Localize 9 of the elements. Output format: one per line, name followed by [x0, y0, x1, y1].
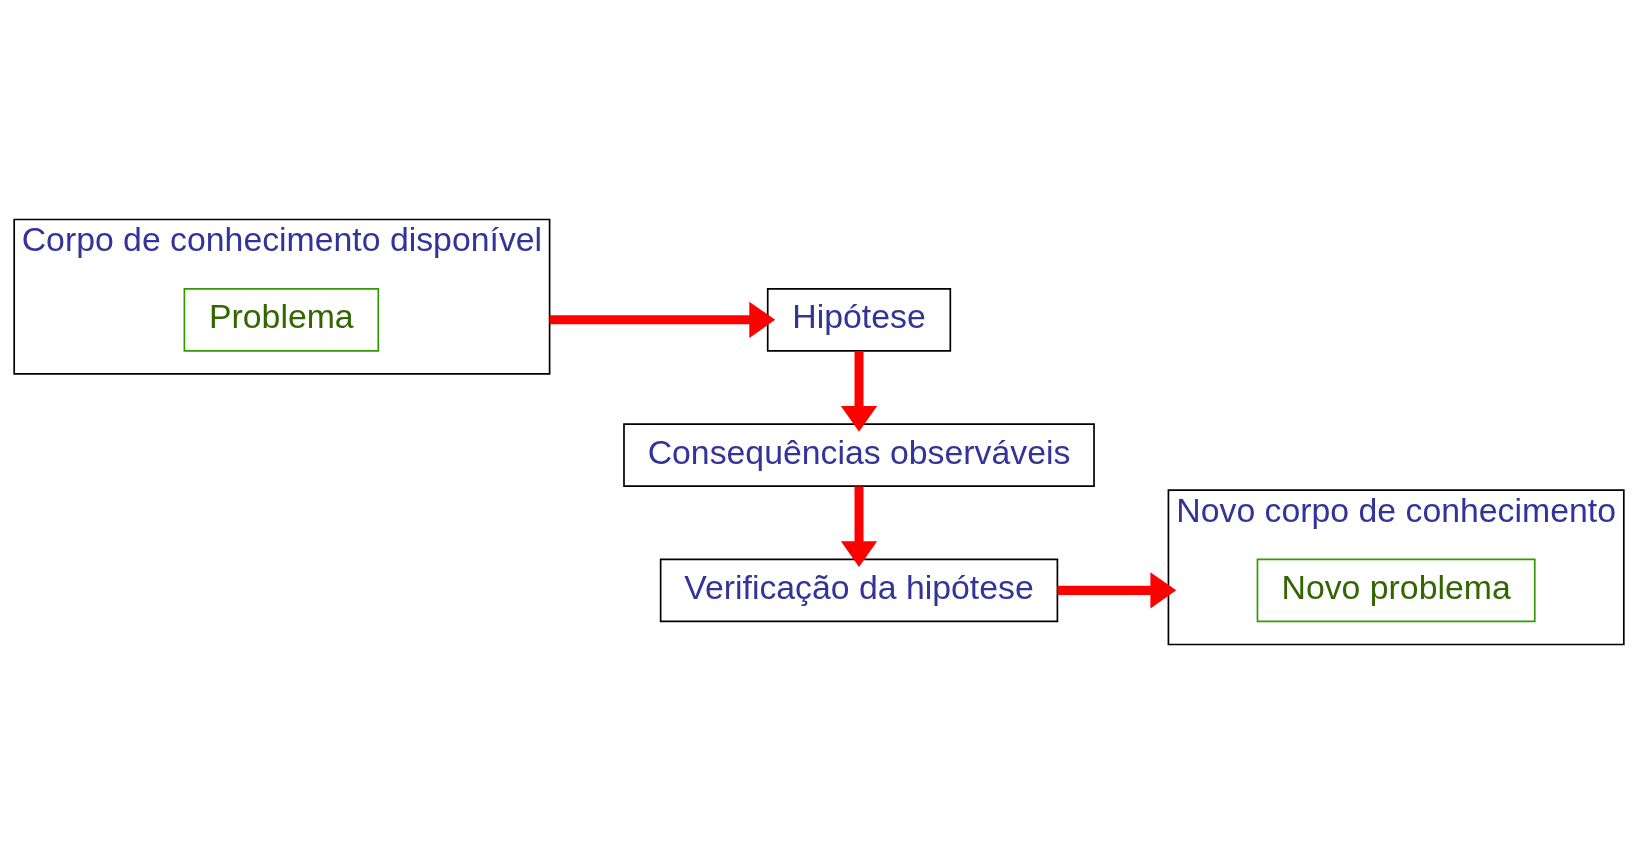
- node-box: Verificação da hipótese: [659, 558, 1059, 623]
- arrow: [840, 486, 878, 568]
- arrow: [1057, 572, 1177, 609]
- node-box: Problema: [183, 288, 380, 352]
- node-box: Hipótese: [766, 288, 952, 352]
- node-box: Novo problema: [1256, 558, 1536, 623]
- node-box: Consequências observáveis: [623, 423, 1095, 487]
- arrow: [840, 351, 878, 432]
- arrow: [549, 301, 776, 338]
